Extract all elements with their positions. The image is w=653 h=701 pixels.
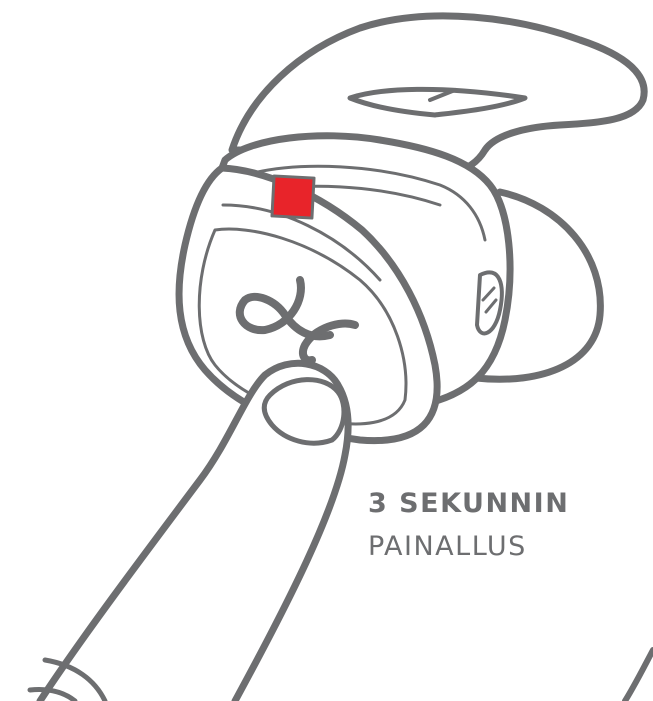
caption-action: PAINALLUS: [368, 522, 569, 572]
red-indicator-light: [272, 176, 314, 218]
second-finger-edge: [625, 650, 653, 701]
caption-duration: 3 SEKUNNIN: [368, 486, 569, 522]
instruction-caption: 3 SEKUNNIN PAINALLUS: [368, 486, 569, 572]
